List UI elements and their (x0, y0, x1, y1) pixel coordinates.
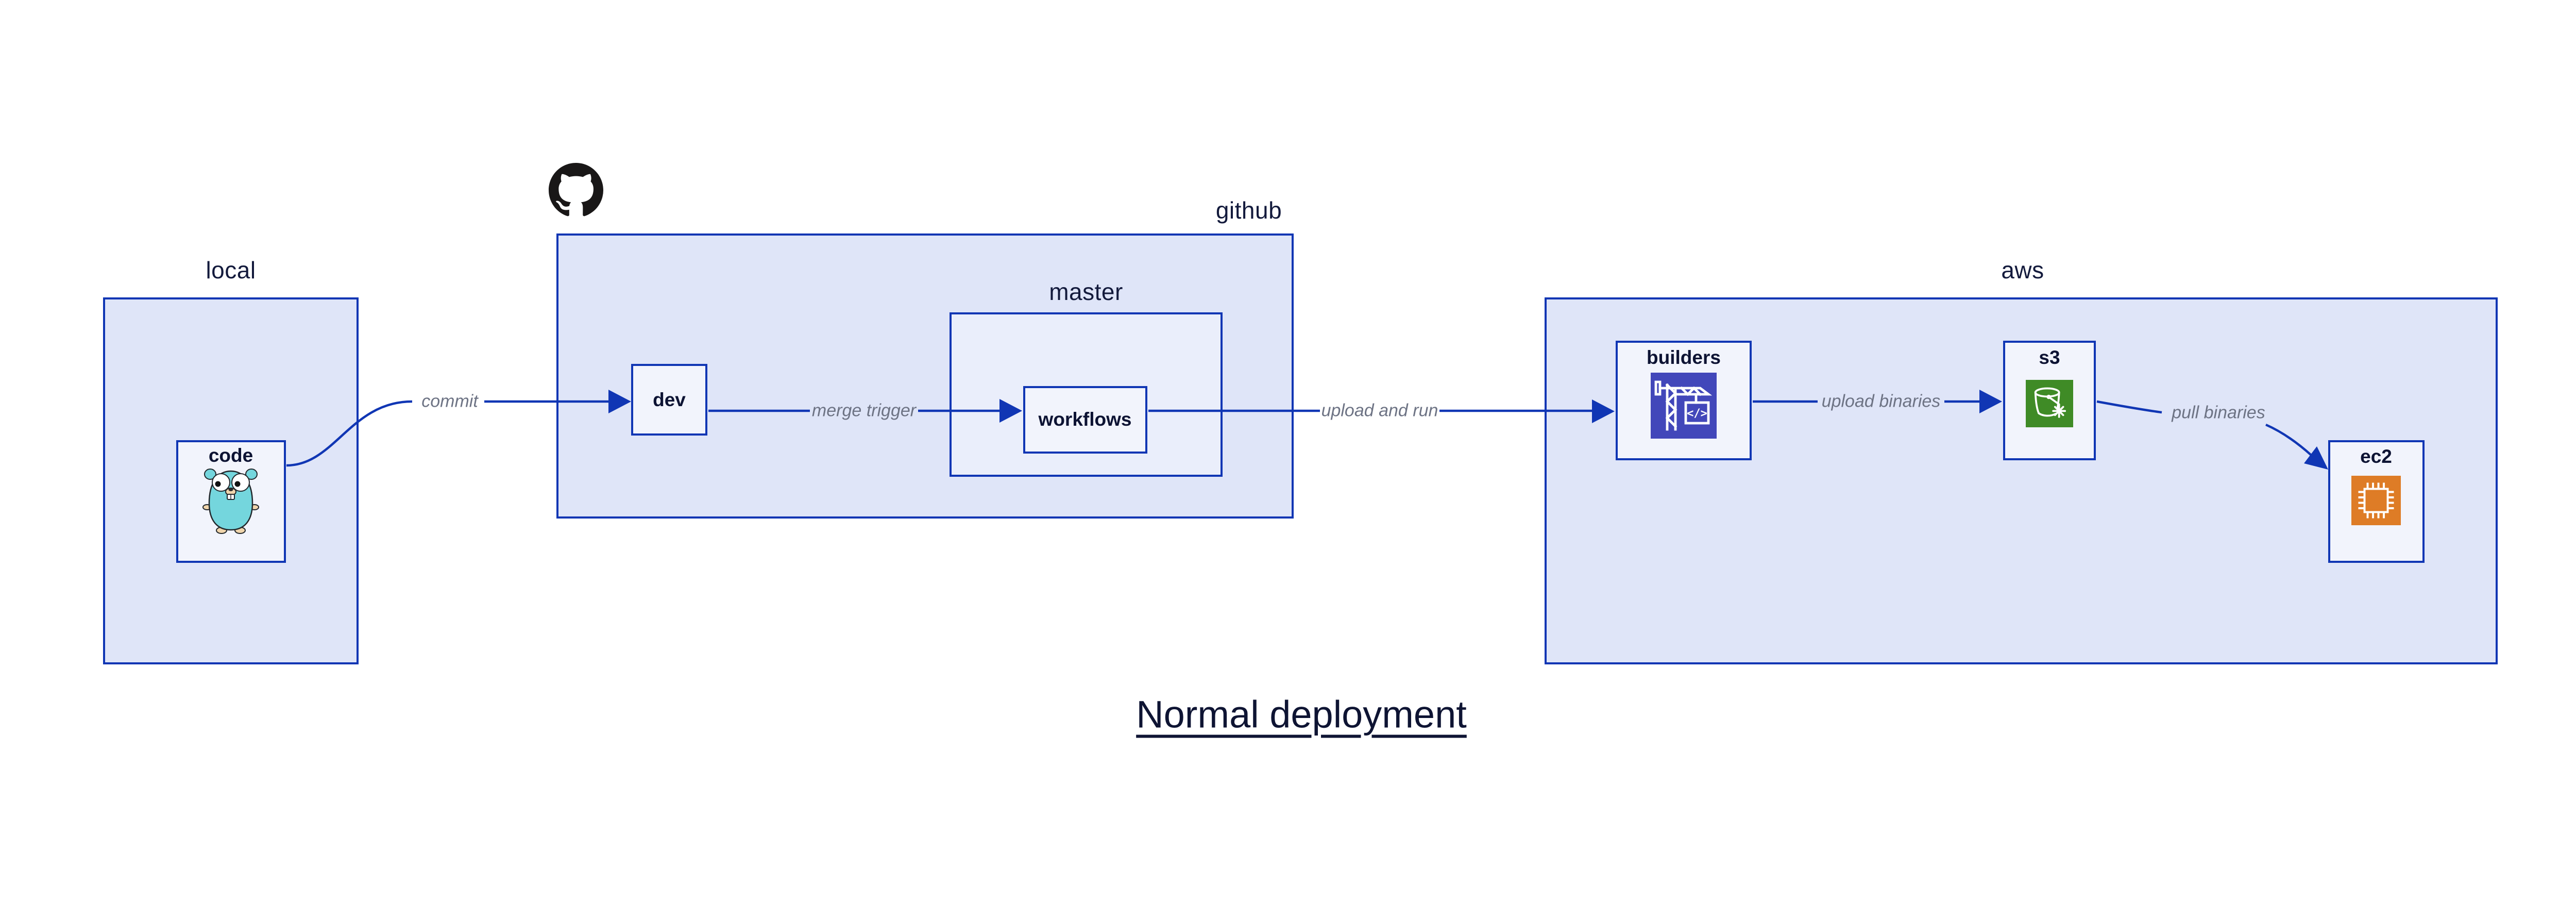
codebuild-crane-icon: </> (1651, 373, 1717, 439)
go-gopher-icon (202, 462, 260, 534)
s3-glacier-bucket-icon (2026, 380, 2073, 427)
dev-node-box (631, 364, 707, 436)
s3-node-label: s3 (2039, 347, 2060, 368)
builders-node-label: builders (1647, 347, 1721, 368)
octocat-icon (548, 163, 604, 218)
code-node-label: code (208, 445, 253, 466)
edge-label-upload-binaries: upload binaries (1821, 391, 1941, 411)
workflows-node-label: workflows (1038, 409, 1132, 430)
edge-label-merge-trigger: merge trigger (811, 400, 917, 421)
workflows-node-box (1023, 386, 1147, 454)
edge-label-upload-and-run: upload and run (1321, 400, 1438, 421)
builders-node-box (1616, 341, 1752, 460)
edge-label-commit: commit (421, 391, 478, 411)
svg-text:</>: </> (1687, 407, 1707, 420)
diagram-title: Normal deployment (1136, 693, 1467, 736)
ec2-chip-icon (2351, 476, 2401, 525)
ec2-node-label: ec2 (2360, 446, 2392, 467)
edge-label-pull-binaries: pull binaries (2172, 403, 2265, 423)
dev-node-label: dev (653, 389, 686, 410)
github-label: github (1215, 197, 1282, 224)
aws-label: aws (2001, 257, 2044, 283)
local-label: local (206, 257, 256, 283)
master-label: master (1049, 278, 1123, 305)
